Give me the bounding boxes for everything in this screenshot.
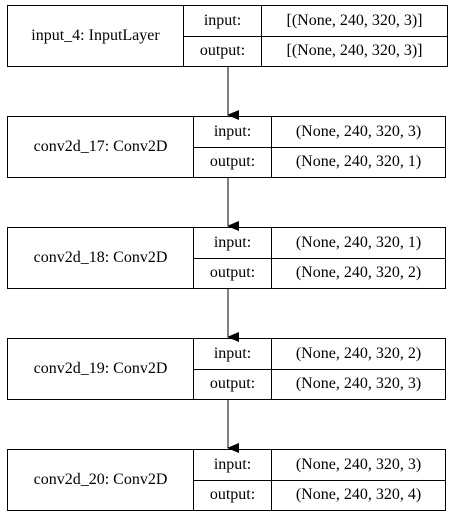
output-label: output: bbox=[194, 147, 272, 177]
layer-node-conv2d-19: conv2d_19: Conv2D input: (None, 240, 320… bbox=[7, 338, 446, 400]
output-shape: (None, 240, 320, 1) bbox=[295, 153, 422, 171]
output-shape: (None, 240, 320, 2) bbox=[295, 264, 422, 282]
input-shape: (None, 240, 320, 3) bbox=[272, 450, 445, 481]
output-label: output: bbox=[194, 258, 272, 288]
input-shape: (None, 240, 320, 3) bbox=[272, 117, 445, 148]
layer-name: conv2d_19: Conv2D bbox=[8, 339, 194, 399]
output-shape: (None, 240, 320, 3) bbox=[295, 375, 422, 393]
input-label: input: bbox=[194, 228, 272, 259]
output-label: output: bbox=[194, 369, 272, 399]
layer-node-input-4: input_4: InputLayer input: [(None, 240, … bbox=[7, 5, 448, 67]
input-label: input: bbox=[194, 117, 272, 148]
layer-node-conv2d-18: conv2d_18: Conv2D input: (None, 240, 320… bbox=[7, 227, 446, 289]
output-shape: (None, 240, 320, 4) bbox=[295, 486, 422, 504]
input-label: input: bbox=[194, 339, 272, 370]
layer-name: input_4: InputLayer bbox=[8, 6, 184, 66]
output-shape: [(None, 240, 320, 3)] bbox=[286, 42, 423, 60]
input-shape: [(None, 240, 320, 3)] bbox=[262, 6, 447, 37]
layer-node-conv2d-20: conv2d_20: Conv2D input: (None, 240, 320… bbox=[7, 449, 446, 511]
output-label: output: bbox=[194, 480, 272, 510]
layer-name: conv2d_18: Conv2D bbox=[8, 228, 194, 288]
input-shape: (None, 240, 320, 2) bbox=[272, 339, 445, 370]
output-label: output: bbox=[184, 36, 262, 66]
input-shape: (None, 240, 320, 1) bbox=[272, 228, 445, 259]
input-label: input: bbox=[194, 450, 272, 481]
layer-name: conv2d_20: Conv2D bbox=[8, 450, 194, 510]
input-label: input: bbox=[184, 6, 262, 37]
layer-name: conv2d_17: Conv2D bbox=[8, 117, 194, 177]
layer-node-conv2d-17: conv2d_17: Conv2D input: (None, 240, 320… bbox=[7, 116, 446, 178]
